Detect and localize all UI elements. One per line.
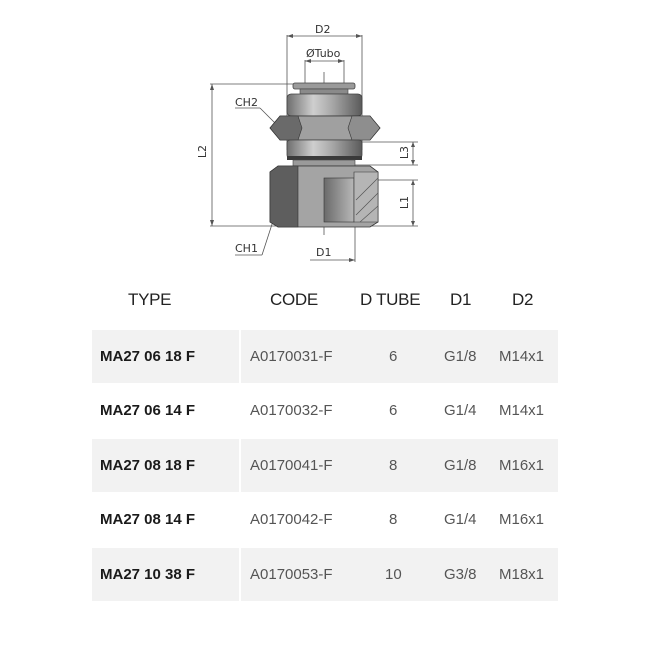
cell-d-tube: 10 [385, 566, 402, 583]
cell-code: A0170041-F [250, 457, 333, 474]
header-d1: D1 [450, 290, 472, 309]
header-type: TYPE [128, 290, 172, 309]
label-ch1: CH1 [235, 242, 258, 255]
cell-d1: G1/8 [444, 457, 477, 474]
cell-d1: G3/8 [444, 566, 477, 583]
column-divider [239, 330, 241, 383]
column-divider [239, 548, 241, 601]
table-row: MA27 08 14 F A0170042-F 8 G1/4 M16x1 [92, 493, 558, 546]
header-d2: D2 [512, 290, 534, 309]
table-row: MA27 08 18 F A0170041-F 8 G1/8 M16x1 [92, 439, 558, 492]
column-divider [239, 439, 241, 492]
label-l3: L3 [398, 145, 412, 160]
cell-d1: G1/4 [444, 402, 477, 419]
table-row: MA27 10 38 F A0170053-F 10 G3/8 M18x1 [92, 548, 558, 601]
cell-d2: M16x1 [499, 457, 545, 474]
cell-type: MA27 08 14 F [100, 511, 196, 528]
cell-d2: M14x1 [499, 348, 545, 365]
label-l2: L2 [196, 144, 210, 159]
cell-d-tube: 6 [389, 348, 398, 365]
label-d2: D2 [315, 23, 331, 36]
cell-d2: M18x1 [499, 566, 545, 583]
cell-code: A0170053-F [250, 566, 333, 583]
label-tube-diameter: ØTubo [306, 47, 341, 60]
label-ch2: CH2 [235, 96, 258, 109]
fitting-drawing-icon [210, 34, 418, 262]
cell-d-tube: 8 [389, 511, 398, 528]
cell-code: A0170032-F [250, 402, 333, 419]
header-d-tube: D TUBE [360, 290, 421, 309]
cell-type: MA27 08 18 F [100, 457, 196, 474]
cell-type: MA27 06 18 F [100, 348, 196, 365]
table-row: MA27 06 14 F A0170032-F 6 G1/4 M14x1 [92, 384, 558, 437]
cell-d-tube: 8 [389, 457, 398, 474]
cell-type: MA27 06 14 F [100, 402, 196, 419]
header-code: CODE [270, 290, 318, 309]
cell-code: A0170031-F [250, 348, 333, 365]
label-d1: D1 [316, 246, 332, 259]
cell-d2: M14x1 [499, 402, 545, 419]
cell-d1: G1/8 [444, 348, 477, 365]
cell-code: A0170042-F [250, 511, 333, 528]
cell-d-tube: 6 [389, 402, 398, 419]
table-row: MA27 06 18 F A0170031-F 6 G1/8 M14x1 [92, 330, 558, 383]
cell-d2: M16x1 [499, 511, 545, 528]
cell-d1: G1/4 [444, 511, 477, 528]
label-l1: L1 [398, 195, 412, 210]
technical-drawing: D2 ØTubo CH2 L2 L3 L1 CH1 D1 [0, 0, 650, 280]
cell-type: MA27 10 38 F [100, 566, 196, 583]
